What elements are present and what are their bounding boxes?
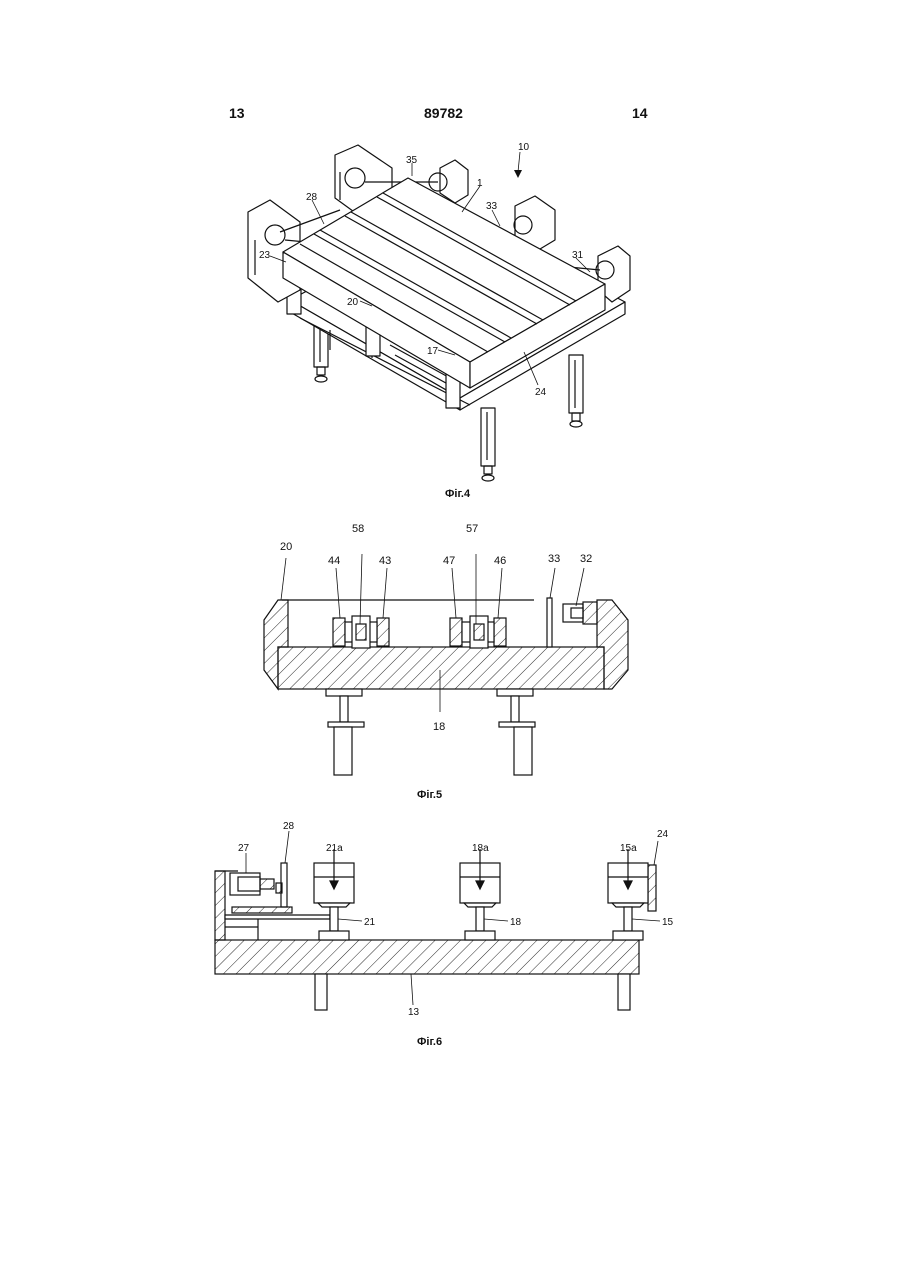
fig5-label-46: 46 bbox=[494, 555, 506, 567]
block-21a bbox=[314, 849, 354, 940]
figure-5-caption: Фіг.5 bbox=[417, 789, 442, 801]
leg-left bbox=[315, 974, 327, 1010]
support-left bbox=[326, 689, 364, 775]
figure-4-drawing: 35 10 1 28 33 23 31 20 17 24 bbox=[0, 0, 900, 520]
fig6-label-15a: 15a bbox=[620, 843, 637, 854]
leg-right bbox=[618, 974, 630, 1010]
fig6-label-18a: 18a bbox=[472, 843, 489, 854]
leg-right bbox=[569, 355, 583, 427]
fig4-label-35: 35 bbox=[406, 155, 418, 166]
figure-4-caption: Фіг.4 bbox=[445, 488, 470, 500]
fig5-label-47: 47 bbox=[443, 555, 455, 567]
table-top bbox=[283, 178, 605, 388]
fig4-label-24: 24 bbox=[535, 387, 547, 398]
fig6-label-21a: 21a bbox=[326, 843, 343, 854]
beam-13 bbox=[215, 940, 639, 974]
bearing-block-46-47 bbox=[450, 616, 506, 648]
support-right bbox=[497, 689, 535, 775]
fig5-label-20: 20 bbox=[280, 541, 292, 553]
fig5-label-44: 44 bbox=[328, 555, 340, 567]
fig5-label-18: 18 bbox=[433, 721, 445, 733]
block-15a bbox=[608, 849, 648, 940]
fig4-label-10: 10 bbox=[518, 142, 530, 153]
fig5-label-33: 33 bbox=[548, 553, 560, 565]
figure-5-drawing: 58 57 20 44 43 47 46 33 32 18 bbox=[0, 520, 900, 790]
fig6-label-21: 21 bbox=[364, 917, 376, 928]
leg-front bbox=[481, 408, 495, 481]
fig5-label-57: 57 bbox=[466, 523, 478, 535]
fig4-label-20: 20 bbox=[347, 297, 359, 308]
fig5-label-43: 43 bbox=[379, 555, 391, 567]
fig6-label-24: 24 bbox=[657, 829, 669, 840]
fig5-label-32: 32 bbox=[580, 553, 592, 565]
end-wall-left bbox=[215, 871, 225, 940]
fig4-label-1: 1 bbox=[477, 178, 483, 189]
fig6-label-28: 28 bbox=[283, 821, 295, 832]
fig4-label-33: 33 bbox=[486, 201, 498, 212]
fig4-label-17: 17 bbox=[427, 346, 439, 357]
fig4-label-31: 31 bbox=[572, 250, 584, 261]
block-18a bbox=[460, 849, 500, 940]
roller-27 bbox=[230, 873, 274, 895]
cross-beam-18 bbox=[278, 647, 604, 689]
figure-6-caption: Фіг.6 bbox=[417, 1036, 442, 1048]
fig5-label-58: 58 bbox=[352, 523, 364, 535]
fig4-label-23: 23 bbox=[259, 250, 271, 261]
fig4-label-28: 28 bbox=[306, 192, 318, 203]
bearing-block-43-44 bbox=[333, 616, 389, 648]
fig6-label-18: 18 bbox=[510, 917, 522, 928]
roller-32 bbox=[563, 602, 597, 624]
fig6-label-15: 15 bbox=[662, 917, 674, 928]
fig6-label-13: 13 bbox=[408, 1007, 420, 1018]
fig6-label-27: 27 bbox=[238, 843, 250, 854]
figure-6-drawing: 28 24 27 21a 18a 15a 21 18 15 13 bbox=[0, 815, 900, 1045]
